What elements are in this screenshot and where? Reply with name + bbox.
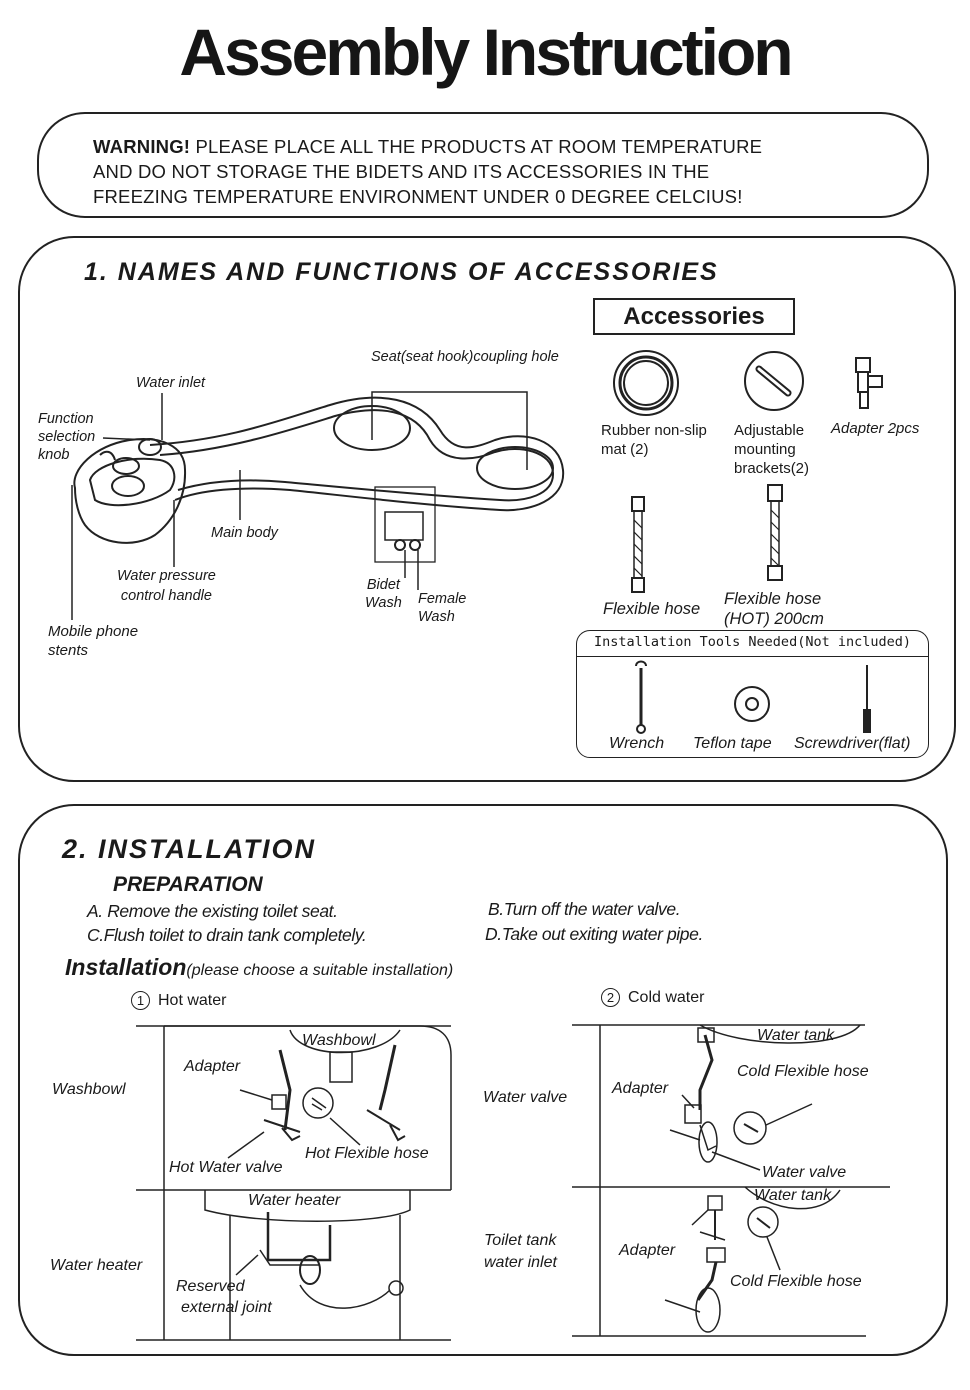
option-cold-water: 2 Cold water [601,988,704,1007]
callout-adapter-cold-2: Adapter [619,1242,676,1259]
tool-wrench: Wrench [609,735,665,752]
adapter-icon [855,357,883,409]
accessories-title: Accessories [593,298,795,335]
label-phone-1: Mobile phone [48,623,139,640]
warning-prefix: WARNING! [93,136,191,157]
section1-heading: 1. NAMES AND FUNCTIONS OF ACCESSORIES [84,258,719,286]
accessory-hose-hot-line2: (HOT) 200cm [724,610,824,628]
installation-heading: Installation(please choose a suitable in… [65,954,453,981]
callout-adapter-cold-1: Adapter [612,1080,669,1097]
label-function-knob-3: knob [38,447,70,463]
label-female-wash: Female Wash [418,590,466,626]
row-water-heater: Water heater [50,1257,143,1274]
diagram-water-tank-title-2: Water tank [754,1187,832,1204]
installation-title: Installation [65,954,187,980]
control-unit-drawing [73,438,187,544]
tools-box [576,630,929,758]
teflon-tape-icon [734,686,770,722]
callout-water-valve: Water valve [762,1164,847,1181]
step-d: D.Take out exiting water pipe. [485,924,703,944]
accessory-brackets-line3: brackets(2) [734,460,810,477]
row-toilet-tank-inlet: Toilet tank water inlet [484,1230,557,1274]
option-hot-number: 1 [131,991,150,1010]
option-cold-number: 2 [601,988,620,1007]
step-b: B.Turn off the water valve. [488,899,681,919]
accessory-rubber-mat: Rubber non-slip mat (2) [601,421,707,459]
accessory-brackets-line1: Adjustable [734,422,805,439]
label-phone-2: stents [48,642,89,659]
warning-line-3: FREEZING TEMPERATURE ENVIRONMENT UNDER 0… [93,186,743,207]
label-bidet-wash-2: Wash [365,595,402,611]
label-female-wash-1: Female [418,591,467,607]
step-c: C.Flush toilet to drain tank completely. [87,925,367,945]
screwdriver-icon [863,665,871,733]
label-pressure-handle: Water pressure control handle [117,566,216,606]
row-washbowl: Washbowl [52,1081,126,1098]
section2-heading: 2. INSTALLATION [62,834,316,864]
warning-box [37,112,929,218]
tools-divider [576,656,929,657]
diagram-water-tank-title-1: Water tank [757,1027,835,1044]
tool-screwdriver: Screwdriver(flat) [794,735,911,752]
label-bidet-wash-1: Bidet [366,577,400,593]
row-toilet-tank-1: Toilet tank [484,1232,557,1249]
warning-line-1: PLEASE PLACE ALL THE PRODUCTS AT ROOM TE… [195,136,763,157]
label-function-knob-2: selection [38,429,96,445]
diagram-water-heater-title: Water heater [248,1192,341,1209]
step-a: A. Remove the existing toilet seat. [87,901,338,921]
mounting-bracket-icon [744,351,804,411]
accessory-rubber-mat-line1: Rubber non-slip [601,422,707,439]
callout-external-joint: external joint [181,1299,272,1316]
accessory-brackets: Adjustable mounting brackets(2) [734,421,809,478]
tools-title: Installation Tools Needed(Not included) [594,634,911,650]
accessory-adapter: Adapter 2pcs [831,420,920,437]
accessory-rubber-mat-line2: mat (2) [601,441,649,458]
label-function-knob: Function selection knob [38,410,95,464]
rubber-mat-icon [613,350,679,416]
callout-adapter-hot: Adapter [184,1058,241,1075]
warning-text: WARNING! PLEASE PLACE ALL THE PRODUCTS A… [93,134,893,209]
label-female-wash-2: Wash [418,609,455,625]
callout-reserved: Reserved [176,1278,245,1295]
label-phone-stents: Mobile phone stents [48,622,138,660]
label-pressure-1: Water pressure [117,568,216,584]
label-function-knob-1: Function [38,411,94,427]
option-hot-water: 1 Hot water [131,991,226,1010]
label-pressure-2: control handle [120,588,212,604]
preparation-heading: PREPARATION [113,873,263,896]
accessories-panel [18,236,956,782]
option-cold-label: Cold water [628,989,705,1006]
flexible-hose-hot-icon [767,484,783,581]
callout-cold-flexible-hose-1: Cold Flexible hose [737,1063,869,1080]
accessory-hose-hot-line1: Flexible hose [724,590,822,608]
warning-line-2: AND DO NOT STORAGE THE BIDETS AND ITS AC… [93,161,710,182]
accessory-flexible-hose: Flexible hose [603,600,701,618]
row-toilet-tank-2: water inlet [484,1254,557,1271]
label-bidet-wash: Bidet Wash [365,576,402,612]
label-main-body: Main body [211,525,278,541]
callout-hot-flexible-hose: Hot Flexible hose [305,1145,429,1162]
tool-teflon-tape: Teflon tape [693,735,772,752]
callout-hot-water-valve: Hot Water valve [169,1159,283,1176]
installation-panel [18,804,948,1356]
diagram-washbowl-title: Washbowl [302,1032,376,1049]
accessory-brackets-line2: mounting [734,441,796,458]
row-water-valve: Water valve [483,1089,568,1106]
wrench-icon [635,660,647,734]
installation-note: (please choose a suitable installation) [186,962,454,979]
label-water-inlet: Water inlet [136,375,206,391]
page-title: Assembly Instruction [179,15,793,89]
option-hot-label: Hot water [158,992,227,1009]
callout-cold-flexible-hose-2: Cold Flexible hose [730,1273,862,1290]
label-seat-hole: Seat(seat hook)coupling hole [371,349,559,365]
callout-reserved-joint: Reserved external joint [176,1276,272,1318]
flexible-hose-icon [631,496,645,593]
accessory-flexible-hose-hot: Flexible hose (HOT) 200cm [724,589,824,629]
